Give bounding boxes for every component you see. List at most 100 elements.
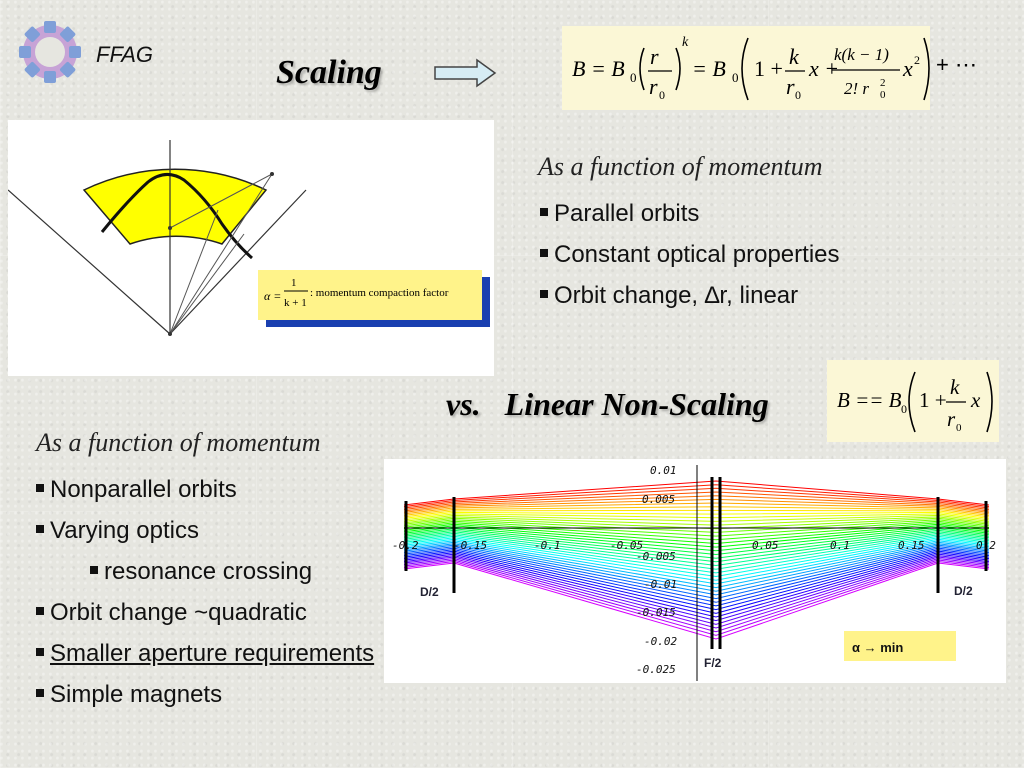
scaling-subtitle: As a function of momentum [538, 152, 823, 181]
orbit-line [403, 487, 990, 509]
formula-r: r [650, 44, 659, 69]
bullet-square-icon [36, 688, 44, 697]
list-item: Simple magnets [36, 679, 374, 720]
svg-text:0: 0 [795, 88, 801, 102]
svg-text:0: 0 [659, 88, 665, 102]
list-item: Nonparallel orbits [36, 474, 374, 515]
orbit-line [403, 516, 990, 526]
formula-x2: x [902, 56, 913, 81]
formula-one-plus: 1 + [754, 56, 783, 81]
scaling-bullet-list: Parallel orbits Constant optical propert… [540, 198, 840, 321]
orbit-lines [403, 480, 990, 640]
svg-text:B == B: B == B [837, 388, 902, 412]
list-item: Smaller aperture requirements [36, 638, 374, 679]
x-tick: -0.05 [610, 539, 643, 552]
orbit-line [403, 562, 990, 640]
orbit-line [403, 528, 990, 556]
svg-text:1 +: 1 + [919, 388, 947, 412]
bullet-square-icon [36, 524, 44, 533]
linear-field-formula: B == B 0 1 + k r 0 x [827, 360, 999, 442]
list-item: Constant optical properties [540, 239, 840, 280]
formula-den: 2! r [844, 79, 869, 98]
x-tick: 0.1 [830, 539, 850, 552]
formula-x: x + [808, 56, 839, 81]
orbit-line [403, 532, 990, 567]
orbit-line [403, 506, 990, 516]
orbit-line [403, 519, 990, 533]
formula-k: k [789, 44, 800, 69]
right-arrow-icon [434, 58, 497, 88]
orbit-line [403, 495, 990, 512]
list-item: Orbit change, ∆r, linear [540, 280, 840, 321]
scaling-title: Scaling [276, 54, 382, 91]
orbit-line [403, 553, 990, 618]
svg-text:1: 1 [291, 277, 297, 289]
svg-text:x: x [970, 388, 981, 412]
bullet-square-icon [90, 565, 98, 574]
orbit-line [403, 520, 990, 537]
orbit-line [403, 547, 990, 603]
orbit-line [403, 552, 990, 614]
orbit-line [403, 509, 990, 518]
bullet-square-icon [36, 647, 44, 656]
orbit-line [403, 555, 990, 622]
svg-text:k: k [950, 375, 960, 399]
d-left-label: D/2 [420, 585, 439, 599]
f-label: F/2 [704, 656, 722, 670]
svg-text:α =: α = [264, 289, 281, 303]
formula-lhs: B = B [572, 56, 625, 81]
svg-text:r: r [947, 407, 956, 431]
y-tick: -0.01 [644, 578, 677, 591]
bullet-square-icon [540, 289, 548, 298]
orbit-line [403, 480, 990, 506]
x-tick: -0.1 [534, 539, 561, 552]
alpha-min-box [844, 631, 956, 661]
orbit-line [403, 559, 990, 633]
x-tick: 0.2 [976, 539, 996, 552]
y-tick: -0.015 [636, 606, 676, 619]
orbit-line [403, 498, 990, 513]
orbit-line [403, 484, 990, 507]
svg-text:k + 1: k + 1 [284, 297, 307, 309]
bullet-square-icon [540, 248, 548, 257]
x-tick: 0.05 [752, 539, 779, 552]
y-tick: 0.01 [650, 464, 677, 477]
linear-nonscaling-title: Linear Non-Scaling [504, 386, 769, 422]
orbit-line [403, 523, 990, 545]
orbit-line [403, 522, 990, 541]
orbit-line [403, 491, 990, 510]
orbit-line [403, 540, 990, 585]
svg-text:: momentum compaction factor: : momentum compaction factor [310, 287, 449, 299]
ffag-label: FFAG [96, 42, 154, 67]
formula-tail: + ⋯ [936, 52, 977, 77]
d-right-label: D/2 [954, 584, 973, 598]
bullet-square-icon [540, 207, 548, 216]
x-tick: -0.15 [454, 539, 487, 552]
orbit-line [403, 550, 990, 611]
alpha-min-label: α → min [852, 640, 903, 655]
orbit-line [403, 549, 990, 607]
orbit-line [403, 541, 990, 589]
x-tick: 0.15 [898, 539, 925, 552]
orbit-line [403, 544, 990, 596]
orbit-line [403, 531, 990, 563]
y-tick: 0.005 [642, 493, 675, 506]
orbit-line [403, 556, 990, 625]
orbit-line [403, 529, 990, 559]
svg-text:r: r [786, 74, 795, 99]
orbit-line [403, 557, 990, 629]
linear-bullet-list: Nonparallel orbits Varying optics resona… [36, 474, 374, 720]
nonscaling-orbit-plot: -0.2 -0.15 -0.1 -0.05 0.05 0.1 0.15 0.2 … [384, 459, 1006, 683]
y-tick: -0.005 [636, 550, 676, 563]
linear-subtitle: As a function of momentum [36, 428, 321, 457]
formula-eq2: = B [692, 56, 726, 81]
orbit-line [403, 511, 990, 519]
orbit-line [403, 560, 990, 636]
formula-kk1: k(k − 1) [834, 45, 889, 64]
svg-text:0: 0 [732, 70, 739, 85]
scaling-field-formula: B = B 0 r r 0 k = B 0 1 + k r 0 x + k(k … [562, 26, 930, 110]
svg-text:2: 2 [914, 53, 920, 67]
orbit-line [403, 526, 990, 552]
orbit-line [403, 514, 990, 522]
list-item: resonance crossing [36, 556, 374, 597]
